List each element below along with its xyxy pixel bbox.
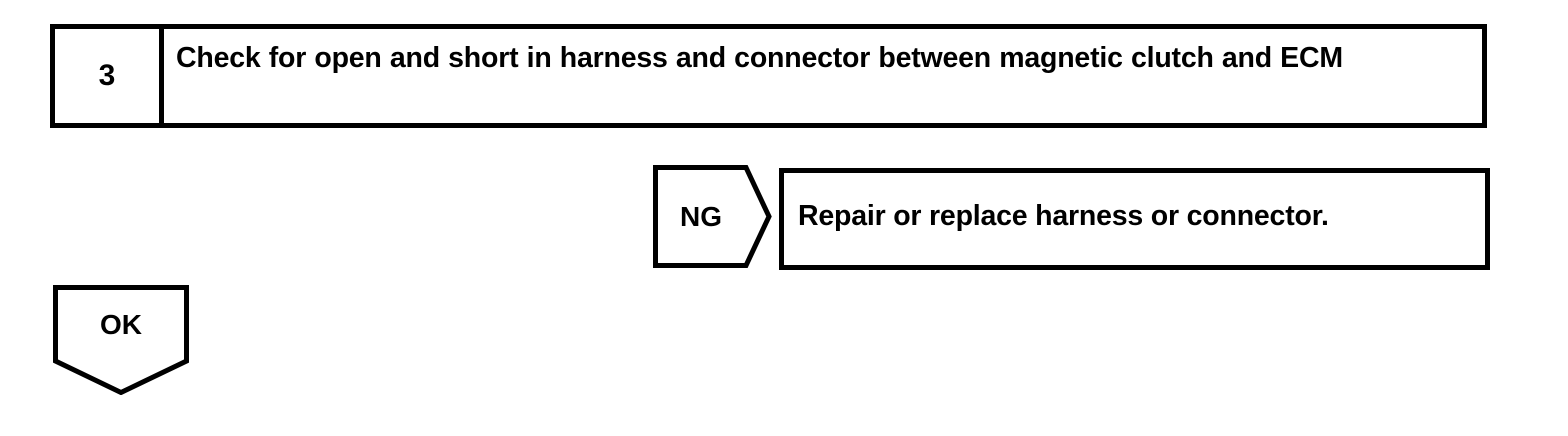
step-number-cell: 3 xyxy=(55,29,164,123)
step-description: Check for open and short in harness and … xyxy=(176,42,1343,74)
ng-pentagon-right-icon xyxy=(653,165,772,268)
ok-pentagon-down-icon xyxy=(53,285,189,395)
ng-label: NG xyxy=(680,200,722,232)
ok-label: OK xyxy=(100,309,142,340)
ng-branch: NG Repair or replace harness or connecto… xyxy=(653,165,1490,271)
ng-arrow-tag: NG xyxy=(653,165,772,268)
ng-result-text: Repair or replace harness or connector. xyxy=(798,200,1329,233)
ok-arrow-tag: OK xyxy=(53,285,189,395)
step-description-cell: Check for open and short in harness and … xyxy=(164,29,1482,123)
ng-result-box: Repair or replace harness or connector. xyxy=(779,168,1490,270)
step-number: 3 xyxy=(98,59,116,92)
step-row: 3 Check for open and short in harness an… xyxy=(50,24,1487,128)
